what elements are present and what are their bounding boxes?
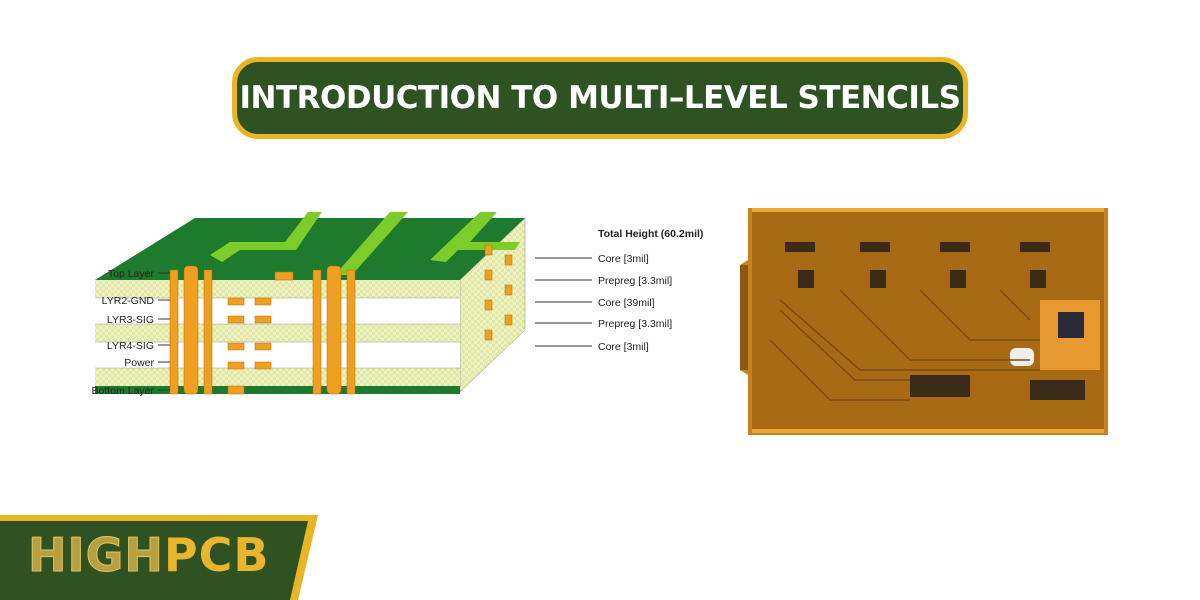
board-top-face: [95, 218, 525, 280]
label-lyr4-sig: LYR4-SIG: [107, 340, 154, 352]
highpcb-logo-background: [0, 515, 318, 600]
right-arrows: [535, 257, 592, 347]
label-top-layer: Top Layer: [108, 268, 155, 280]
label-core-1: Core [3mil]: [598, 253, 649, 265]
left-arrows: [158, 272, 170, 391]
pcb-board-photo: [740, 208, 1108, 435]
label-core-3: Core [3mil]: [598, 341, 649, 353]
label-bottom-layer: Bottom Layer: [92, 385, 155, 397]
label-lyr2-gnd: LYR2-GND: [102, 295, 155, 307]
pcb-stackup-diagram: Top Layer LYR2-GND LYR3-SIG LYR4-SIG Pow…: [92, 212, 703, 397]
traces: [210, 212, 520, 275]
highpcb-logo: HIGHPCB: [28, 528, 270, 583]
label-prepreg-1: Prepreg [3.3mil]: [598, 275, 672, 287]
label-power: Power: [124, 357, 154, 369]
label-prepreg-2: Prepreg [3.3mil]: [598, 318, 672, 330]
label-lyr3-sig: LYR3-SIG: [107, 314, 154, 326]
label-core-2: Core [39mil]: [598, 297, 655, 309]
page-title: INTRODUCTION TO MULTI–LEVEL STENCILS: [239, 80, 962, 116]
total-height-label: Total Height (60.2mil): [598, 228, 703, 240]
title-banner: INTRODUCTION TO MULTI–LEVEL STENCILS: [232, 57, 968, 139]
vias: [169, 244, 513, 395]
